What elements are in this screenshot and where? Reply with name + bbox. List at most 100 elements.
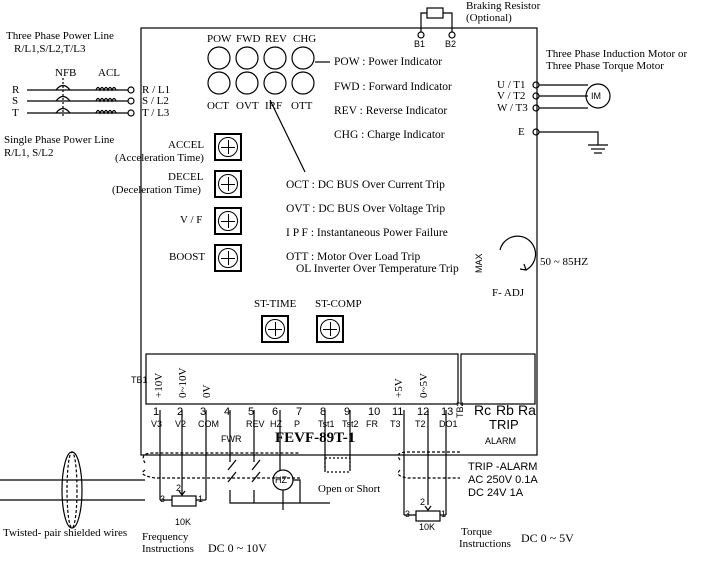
terminal-name: FR (366, 419, 378, 429)
relay-alarm: ALARM (485, 436, 517, 446)
terminal-number: 3 (200, 406, 207, 418)
torque-instr-2: Instructions (459, 538, 511, 550)
freq-adj-arc (499, 235, 537, 271)
relay-rc: Rc (474, 402, 492, 418)
terminal-u-t1: U / T1 (497, 79, 526, 91)
shielded-wires-label: Twisted- pair shielded wires (3, 527, 128, 539)
torque-pot-pin3: 3 (405, 509, 411, 519)
line-r: R (12, 84, 20, 96)
terminal-b1: B1 (414, 39, 426, 49)
terminal-name: Tst2 (342, 419, 359, 429)
st-time-trimmer-icon[interactable] (261, 315, 289, 343)
decel-trimmer-icon[interactable] (214, 170, 242, 198)
trip-alarm-title: TRIP -ALARM (468, 461, 538, 473)
terminal-name: REV (246, 419, 265, 429)
adjuster-vf-label: V / F (180, 214, 203, 226)
relay-rb: Rb (496, 402, 514, 418)
terminal-strip (145, 353, 459, 405)
indicator-ott: OTT (291, 100, 313, 112)
terminal-number: 11 (392, 406, 404, 418)
adjuster-decel-label: DECEL (168, 171, 204, 183)
trip-alarm-ac: AC 250V 0.1A (468, 474, 538, 486)
model-label: FEVF-89T-1 (275, 430, 356, 446)
st-comp-trimmer-icon[interactable] (316, 315, 344, 343)
terminal-number: 8 (320, 406, 327, 418)
accel-trimmer-icon[interactable] (214, 133, 242, 161)
terminal-number: 5 (248, 406, 255, 418)
terminal-v-t2: V / T2 (497, 90, 526, 102)
terminal-name: P (294, 419, 301, 429)
terminal-name: T2 (415, 419, 426, 429)
terminal-e: E (518, 126, 525, 138)
adjuster-accel-label: ACCEL (168, 139, 205, 151)
freq-adj-max: MAX (474, 253, 484, 273)
volt-0-5: 0~5V (418, 373, 430, 398)
terminal-name: T3 (390, 419, 401, 429)
line-t: T (12, 107, 19, 119)
freq-pot-pin3: 3 (160, 494, 166, 504)
legend-ott: OTT : Motor Over Load Trip (286, 251, 421, 263)
indicator-pow: POW (207, 33, 232, 45)
adjuster-boost-label: BOOST (169, 251, 206, 263)
single-phase-terminals: R/L1, S/L2 (4, 147, 54, 159)
legend-rev: REV : Reverse Indicator (334, 105, 448, 117)
legend-chg: CHG : Charge Indicator (334, 129, 445, 141)
terminal-number: 2 (177, 406, 184, 418)
single-phase-title: Single Phase Power Line (4, 134, 115, 146)
freq-adj-range: 50 ~ 85HZ (540, 256, 589, 268)
torque-instr-1: Torque (461, 526, 492, 538)
torque-pot-pin2: 2 (420, 497, 426, 507)
terminal-name: DO1 (439, 419, 458, 429)
legend-ovt: OVT : DC BUS Over Voltage Trip (286, 203, 446, 215)
indicator-lamps (207, 46, 315, 95)
adjuster-accel-desc: (Acceleration Time) (115, 152, 204, 164)
terminal-name: V3 (151, 419, 163, 429)
motor-title-1: Three Phase Induction Motor or (546, 48, 688, 60)
terminal-name: COM (198, 419, 219, 429)
indicator-irf: IRF (265, 100, 283, 112)
boost-trimmer-icon[interactable] (214, 244, 242, 272)
terminal-number: 7 (296, 406, 303, 418)
line-s: S (12, 95, 19, 107)
freq-range: DC 0 ~ 10V (208, 541, 267, 555)
terminal-name: Tst1 (318, 419, 335, 429)
indicator-fwd: FWD (236, 33, 261, 45)
terminal-b2: B2 (445, 39, 457, 49)
motor-symbol-label: IM (591, 91, 601, 101)
freq-instr-1: Frequency (142, 531, 189, 543)
torque-range: DC 0 ~ 5V (521, 531, 574, 545)
nfb-label: NFB (55, 67, 77, 79)
relay-ra: Ra (518, 402, 536, 418)
braking-subtitle: (Optional) (466, 12, 512, 24)
terminal-name: HZ (270, 419, 282, 429)
terminal-number: 1 (153, 406, 160, 418)
fwr-label: FWR (221, 434, 242, 444)
torque-pot-value: 10K (419, 522, 436, 532)
hz-meter-label: HZ (275, 475, 287, 485)
freq-pot-value: 10K (175, 517, 192, 527)
terminal-t-l3: T / L3 (142, 107, 170, 119)
three-phase-title: Three Phase Power Line (6, 30, 114, 42)
volt-0v: 0V (201, 384, 213, 398)
legend-ol: OL Inverter Over Temperature Trip (296, 263, 459, 275)
legend-fwd: FWD : Forward Indicator (334, 81, 452, 93)
freq-pot-pin2: 2 (176, 483, 182, 493)
terminal-w-t3: W / T3 (497, 102, 528, 114)
terminal-number: 4 (224, 406, 231, 418)
freq-adj-label: F- ADJ (492, 287, 525, 299)
legend-pow: POW : Power Indicator (334, 56, 443, 68)
three-phase-terminals: R/L1,S/L2,T/L3 (14, 43, 86, 55)
terminal-s-l2: S / L2 (142, 95, 169, 107)
terminal-number: 6 (272, 406, 279, 418)
relay-trip: TRIP (489, 417, 519, 432)
terminal-number: 9 (344, 406, 351, 418)
volt-0-10: 0~10V (177, 367, 189, 398)
legend-oct: OCT : DC BUS Over Current Trip (286, 179, 445, 191)
vf-trimmer-icon[interactable] (214, 207, 242, 235)
indicator-ovt: OVT (236, 100, 259, 112)
braking-title: Braking Resistor (466, 0, 541, 12)
relay-terminal-box (460, 353, 536, 405)
st-time-label: ST-TIME (254, 298, 297, 310)
